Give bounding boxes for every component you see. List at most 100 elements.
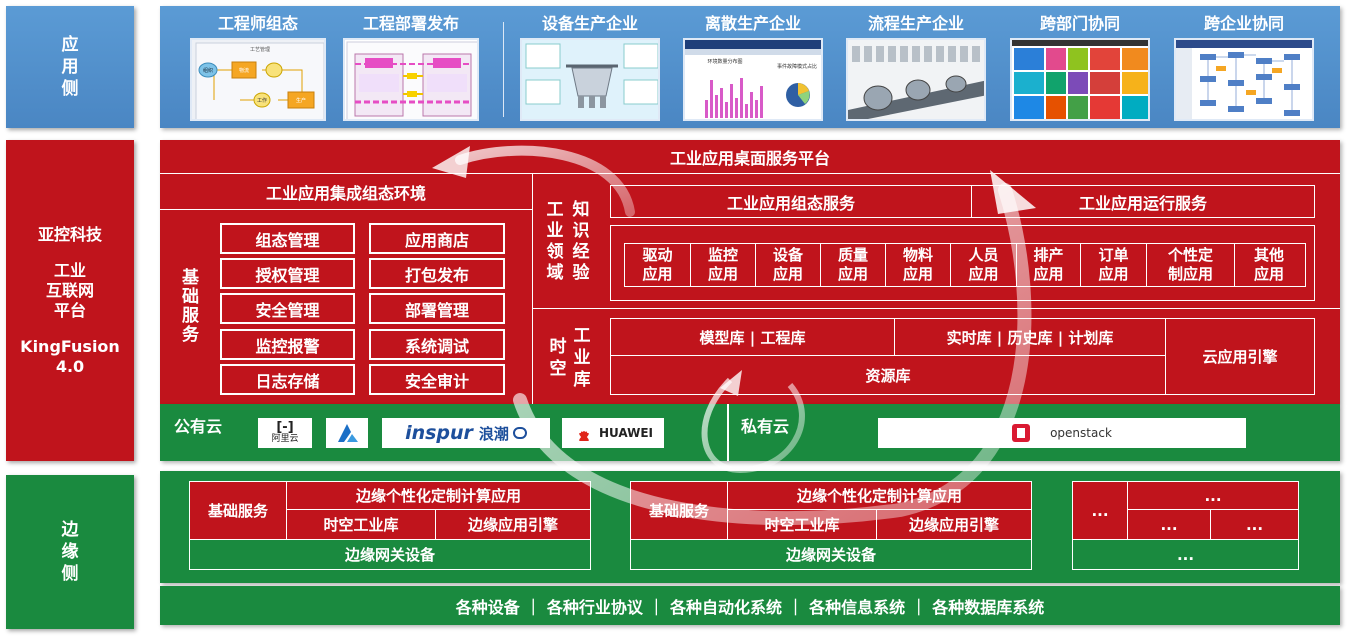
app-label-l2: 应用	[1098, 265, 1129, 283]
svg-text:物流: 物流	[239, 67, 249, 74]
app-side-char: 侧	[61, 79, 79, 99]
runtime-service-label: 工业应用运行服务	[1078, 193, 1207, 213]
idv-char: 工	[546, 200, 564, 220]
app-customization[interactable]: 个性定制应用	[1147, 244, 1235, 286]
edge1-custom-compute[interactable]: 边缘个性化定制计算应用	[286, 481, 591, 510]
huawei-logo: HUAWEI	[562, 418, 664, 448]
resource-lib[interactable]: 资源库	[610, 355, 1166, 395]
cloud-app-engine[interactable]: 云应用引擎	[1165, 318, 1315, 395]
app-material-label: 物料应用	[903, 246, 933, 284]
edge1-basic-label: 基础服务	[207, 502, 268, 520]
edge3-bottom-label: ...	[1176, 545, 1195, 564]
edge3-left[interactable]: ...	[1072, 481, 1128, 540]
edge3-r1-label: ...	[1160, 515, 1178, 534]
thumb-process[interactable]	[846, 38, 986, 121]
app-title-equipment: 设备生产企业	[541, 14, 638, 33]
svg-text:事件故障模式占比: 事件故障模式占比	[777, 63, 817, 70]
thumb-engineer-config[interactable]: 工艺管理 组织 物流 工作 生产	[190, 38, 326, 121]
openstack-text: openstack	[1050, 426, 1112, 440]
monitor-alarm-button[interactable]: 监控报警	[220, 329, 355, 360]
cross-dept-tiles-image	[1012, 40, 1148, 119]
openstack-logo: openstack	[878, 418, 1246, 448]
edge1-app-engine[interactable]: 边缘应用引擎	[435, 509, 591, 540]
runtime-service-box[interactable]: 工业应用运行服务	[971, 185, 1315, 218]
app-title-discrete: 离散生产企业	[704, 14, 801, 33]
app-label-l2: 应用	[968, 265, 999, 283]
cloud-app-engine-label: 云应用引擎	[1202, 348, 1278, 366]
device-systems-label: 各种设备 ｜ 各种行业协议 ｜ 各种自动化系统 ｜ 各种信息系统 ｜ 各种数据库…	[455, 597, 1045, 617]
thumb-deploy[interactable]	[343, 38, 479, 121]
app-driver[interactable]: 驱动应用	[625, 244, 691, 286]
edge1-gateway-label: 边缘网关设备	[344, 546, 435, 564]
config-service-box[interactable]: 工业应用组态服务	[610, 185, 972, 218]
model-project-lib[interactable]: 模型库 | 工程库	[610, 318, 895, 356]
thumb-cross-dept[interactable]	[1010, 38, 1150, 121]
deployment-management-button[interactable]: 部署管理	[369, 293, 505, 324]
package-release-button[interactable]: 打包发布	[369, 258, 505, 289]
app-personnel[interactable]: 人员应用	[951, 244, 1017, 286]
edge2-custom-compute[interactable]: 边缘个性化定制计算应用	[727, 481, 1032, 510]
security-audit-button[interactable]: 安全审计	[369, 364, 505, 395]
ilv-char: 工	[573, 326, 591, 346]
edge1-gateway[interactable]: 边缘网关设备	[189, 539, 591, 570]
edge2-gateway-label: 边缘网关设备	[785, 546, 876, 564]
spacetime-vertical: 时 空	[548, 336, 568, 380]
edge2-gateway[interactable]: 边缘网关设备	[630, 539, 1032, 570]
app-label-l1: 物料	[902, 246, 933, 264]
app-quality[interactable]: 质量应用	[821, 244, 886, 286]
thumb-discrete[interactable]: 环境数量分布图 事件故障模式占比	[683, 38, 823, 121]
app-equipment-label: 设备应用	[773, 246, 803, 284]
app-other[interactable]: 其他应用	[1235, 244, 1303, 286]
industrial-lib-vertical: 工 业 库	[572, 325, 592, 391]
cloud-divider	[727, 404, 729, 461]
flow-diagram-image: 工艺管理 组织 物流 工作 生产	[195, 42, 324, 119]
app-monitor[interactable]: 监控应用	[691, 244, 756, 286]
app-material[interactable]: 物料应用	[886, 244, 951, 286]
thumb-cross-ent[interactable]	[1174, 38, 1314, 121]
app-label-l1: 监控	[707, 246, 738, 264]
kev-char: 经	[572, 242, 590, 262]
edge2-spacetime-lib[interactable]: 时空工业库	[727, 509, 877, 540]
edge2-app-engine[interactable]: 边缘应用引擎	[876, 509, 1032, 540]
app-side-char: 用	[61, 57, 79, 77]
edge3-top[interactable]: ...	[1127, 481, 1299, 510]
app-label-l2: 应用	[772, 265, 803, 283]
edge3-r1[interactable]: ...	[1127, 509, 1211, 540]
app-label-l2: 应用	[837, 265, 868, 283]
app-title-cross-ent: 跨企业协同	[1203, 14, 1284, 33]
app-label-l1: 驱动	[642, 246, 673, 264]
basic-services-vertical: 基础服务	[174, 256, 202, 356]
realtime-history-plan-lib[interactable]: 实时库 | 历史库 | 计划库	[894, 318, 1166, 356]
platform-line2: 互联网	[45, 280, 94, 300]
log-storage-button[interactable]: 日志存储	[220, 364, 355, 395]
aliyun-text: 阿里云	[271, 433, 299, 444]
edge1-engine-label: 边缘应用引擎	[467, 516, 558, 534]
app-equipment[interactable]: 设备应用	[756, 244, 821, 286]
edge1-basic-services[interactable]: 基础服务	[189, 481, 287, 540]
edge3-bottom[interactable]: ...	[1072, 539, 1299, 570]
app-store-button[interactable]: 应用商店	[369, 223, 505, 254]
app-scheduling[interactable]: 排产应用	[1017, 244, 1081, 286]
app-label-l2: 应用	[1033, 265, 1064, 283]
edge1-spacetime-lib[interactable]: 时空工业库	[286, 509, 436, 540]
security-management-button[interactable]: 安全管理	[220, 293, 355, 324]
model-project-lib-label: 模型库 | 工程库	[699, 328, 806, 347]
aliyun-logo: [-] 阿里云	[258, 418, 312, 448]
thumb-equipment[interactable]	[520, 38, 660, 121]
edge3-r2-label: ...	[1245, 515, 1264, 534]
huawei-text: HUAWEI	[598, 426, 654, 440]
integration-divider	[532, 174, 533, 404]
app-label-l2: 制应用	[1167, 265, 1213, 283]
edge-side-char: 边	[61, 520, 79, 540]
app-order[interactable]: 订单应用	[1081, 244, 1147, 286]
edge3-r2[interactable]: ...	[1210, 509, 1299, 540]
knowledge-experience-vertical: 知 识 经 验	[570, 200, 592, 284]
app-label-l1: 排产	[1033, 246, 1064, 264]
svg-text:环境数量分布图: 环境数量分布图	[707, 58, 742, 65]
system-debug-button[interactable]: 系统调试	[369, 329, 505, 360]
config-management-button[interactable]: 组态管理	[220, 223, 355, 254]
license-management-button[interactable]: 授权管理	[220, 258, 355, 289]
edge2-basic-services[interactable]: 基础服务	[630, 481, 728, 540]
knowledge-spacetime-divider	[533, 308, 1340, 309]
app-label-l1: 订单	[1098, 246, 1129, 264]
